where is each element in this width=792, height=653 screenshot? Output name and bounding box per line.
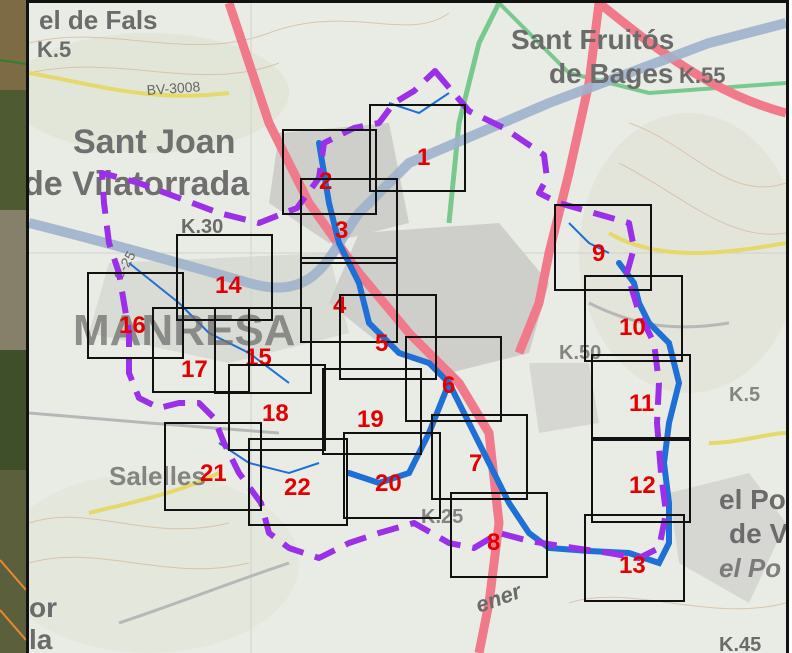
road-k25: K.25 (421, 506, 463, 528)
place-el-pont-3: el Po (719, 553, 781, 583)
tile-number-8: 8 (487, 529, 500, 556)
road-bv3008: BV-3008 (146, 78, 201, 98)
tile-number-5: 5 (375, 330, 388, 357)
tile-frame-19[interactable] (322, 368, 422, 455)
tile-number-9: 9 (592, 240, 605, 267)
place-el-pont-2: de V (729, 518, 786, 549)
tile-frame-4[interactable] (300, 257, 398, 343)
road-k5-right: K.5 (729, 384, 760, 406)
tile-frame-13[interactable] (584, 514, 685, 602)
tile-frame-2[interactable] (282, 129, 377, 215)
tile-frame-16[interactable] (87, 272, 184, 359)
tile-frame-1[interactable] (369, 104, 466, 192)
tile-frame-3[interactable] (300, 178, 398, 264)
tile-frame-12[interactable] (591, 437, 691, 523)
tile-number-7: 7 (469, 450, 482, 477)
place-k5-top: K.5 (37, 37, 71, 62)
tile-frame-18[interactable] (228, 364, 326, 451)
tile-frame-7[interactable] (431, 414, 528, 500)
place-sant-joan-1: Sant Joan (73, 123, 235, 161)
tile-number-11: 11 (629, 390, 654, 417)
place-el-pont-1: el Po (719, 484, 786, 515)
tile-number-22: 22 (284, 474, 311, 501)
tile-number-17: 17 (181, 356, 208, 383)
tile-frame-21[interactable] (164, 422, 262, 511)
tile-number-19: 19 (357, 406, 384, 433)
main-road (224, 3, 786, 653)
green-road (446, 3, 502, 224)
adjacent-aerial-map-strip (0, 0, 26, 653)
tile-number-2: 2 (319, 168, 332, 195)
tile-number-3: 3 (335, 217, 348, 244)
tile-frame-6[interactable] (405, 336, 502, 422)
tile-number-21: 21 (200, 460, 227, 487)
tile-number-10: 10 (619, 314, 646, 341)
tile-number-12: 12 (629, 472, 656, 499)
place-el-fals: el de Fals (39, 5, 158, 35)
study-area-boundary (99, 68, 669, 561)
tile-frame-10[interactable] (584, 275, 683, 362)
tile-number-18: 18 (262, 400, 289, 427)
tile-frame-11[interactable] (591, 354, 691, 441)
tile-number-6: 6 (442, 372, 455, 399)
place-la: la (29, 624, 53, 653)
tile-frame-9[interactable] (554, 204, 652, 291)
place-salelles: Salelles (109, 461, 206, 491)
road-k50: K.50 (559, 342, 601, 364)
road-k30: K.30 (181, 216, 223, 238)
place-sant-fruitos-2: de Bages (549, 58, 674, 89)
tile-frame-17[interactable] (152, 307, 250, 393)
road-k45: K.45 (719, 634, 761, 653)
place-manresa: MANRESA (73, 306, 295, 355)
tile-number-1: 1 (417, 144, 430, 171)
tile-frame-20[interactable] (343, 432, 441, 519)
tile-number-16: 16 (119, 312, 146, 339)
tile-number-20: 20 (375, 470, 402, 497)
tile-frame-14[interactable] (176, 234, 273, 321)
place-sant-fruitos-1: Sant Fruitós (511, 24, 674, 55)
tile-frame-8[interactable] (450, 492, 548, 578)
place-k55: K.55 (679, 63, 725, 88)
tile-frame-22[interactable] (248, 438, 348, 526)
tile-number-14: 14 (215, 272, 242, 299)
topographic-map: el de Fals K.5 Sant Fruitós de Bages K.5… (29, 3, 786, 653)
map-frame: el de Fals K.5 Sant Fruitós de Bages K.5… (26, 0, 789, 653)
place-or: or (29, 592, 57, 623)
tile-frame-15[interactable] (214, 307, 312, 394)
tile-number-13: 13 (619, 552, 646, 579)
